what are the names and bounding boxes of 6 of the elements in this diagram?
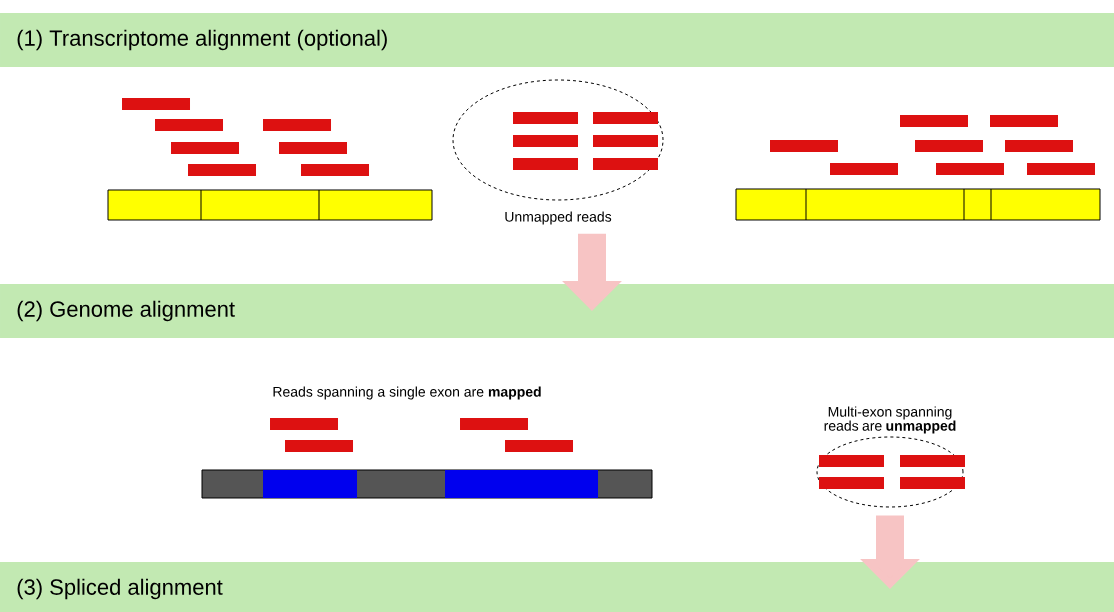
- section-band: (3) Spliced alignment: [0, 562, 1114, 612]
- caption-text: Unmapped reads: [505, 211, 612, 225]
- note-text: Reads spanning a single exon are mapped: [273, 386, 541, 400]
- section-band: (1) Transcriptome alignment (optional): [0, 13, 1114, 67]
- section-band: (2) Genome alignment: [0, 284, 1114, 338]
- caption-text: Multi-exon spanning reads are unmapped: [824, 406, 956, 434]
